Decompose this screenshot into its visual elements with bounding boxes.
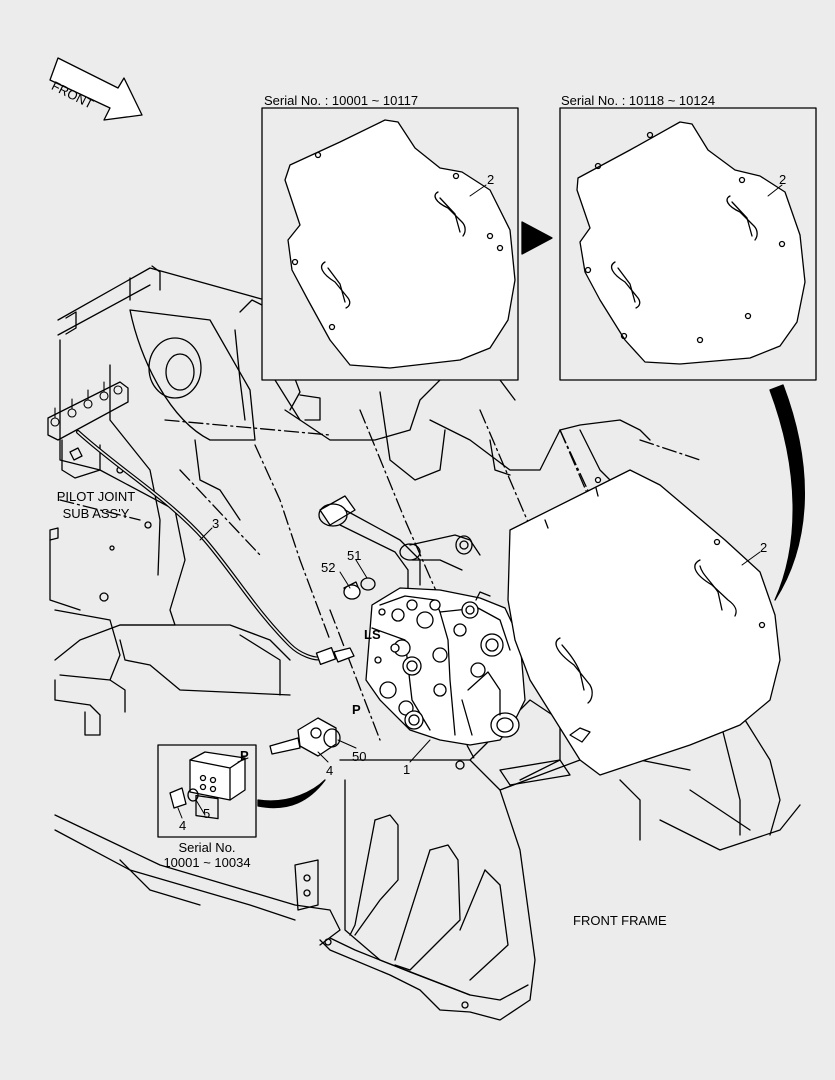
pilot-joint-label: PILOT JOINT SUB ASS'Y — [38, 488, 154, 522]
callout-leader-lines — [177, 184, 783, 819]
pilot-joint-label-line2: SUB ASS'Y — [62, 506, 130, 521]
pilot-joint-sub-assy — [47, 381, 129, 541]
callout-flange: 4 — [326, 763, 334, 778]
inset-serial-10001-10117 — [261, 107, 519, 381]
inset-serial-label-1: Serial No. : 10001 ~ 10117 — [264, 93, 419, 108]
pilot-hose — [76, 430, 355, 666]
callout-oring-plug: 51 — [347, 548, 362, 563]
cover-plate-installed — [507, 469, 781, 776]
small-inset-serial-line1: Serial No. — [178, 840, 236, 855]
front-frame-label: FRONT FRAME — [573, 913, 667, 928]
plug-and-oring — [343, 577, 376, 600]
port-p-label: P — [352, 702, 361, 717]
small-inset-callout-oring: 5 — [203, 806, 211, 821]
callout-oring-p: 50 — [352, 749, 367, 764]
front-direction-arrow — [49, 57, 143, 121]
succession-arrow — [521, 221, 553, 255]
inset-callout-2-second: 2 — [779, 172, 787, 187]
inset-serial-10118-10124 — [559, 107, 817, 381]
inset-callout-2-first: 2 — [487, 172, 495, 187]
callout-plate: 2 — [760, 540, 768, 555]
small-inset-link-arrow — [257, 779, 326, 809]
pressure-pipe — [318, 495, 481, 591]
pilot-joint-label-line1: PILOT JOINT — [56, 489, 136, 504]
inset-serial-10001-10034 — [157, 744, 257, 838]
callout-valve: 1 — [403, 762, 411, 777]
small-inset-callout-flange: 4 — [179, 818, 187, 833]
small-inset-serial: Serial No. 10001 ~ 10034 — [158, 840, 256, 870]
callout-hose: 3 — [212, 516, 220, 531]
inset-serial-label-2: Serial No. : 10118 ~ 10124 — [561, 93, 716, 108]
port-ls-label: LS — [364, 627, 381, 642]
small-inset-serial-line2: 10001 ~ 10034 — [163, 855, 251, 870]
inset-link-arrow — [769, 384, 805, 601]
flange-and-oring — [269, 717, 341, 757]
small-inset-port-label: P — [240, 748, 249, 763]
callout-plug: 52 — [321, 560, 336, 575]
main-control-valve — [365, 587, 526, 746]
